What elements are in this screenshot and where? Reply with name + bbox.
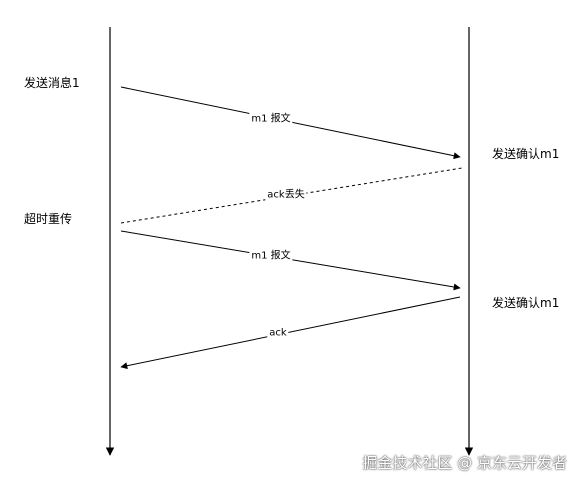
message-ack-label: ack: [267, 327, 289, 339]
message-ack-arrow: [120, 296, 461, 370]
label-send-confirm-2: 发送确认m1: [492, 296, 560, 310]
message-m1-first-label: m1 报文: [249, 109, 293, 125]
watermark: 掘金技术社区 @ 京东云开发者: [362, 454, 567, 472]
message-ack-lost-label: ack丢失: [265, 185, 307, 201]
label-timeout-retransmit: 超时重传: [24, 212, 73, 226]
label-send-confirm-1: 发送确认m1: [492, 147, 560, 161]
label-send-message: 发送消息1: [24, 76, 80, 90]
message-m1-second-label: m1 报文: [249, 246, 293, 262]
